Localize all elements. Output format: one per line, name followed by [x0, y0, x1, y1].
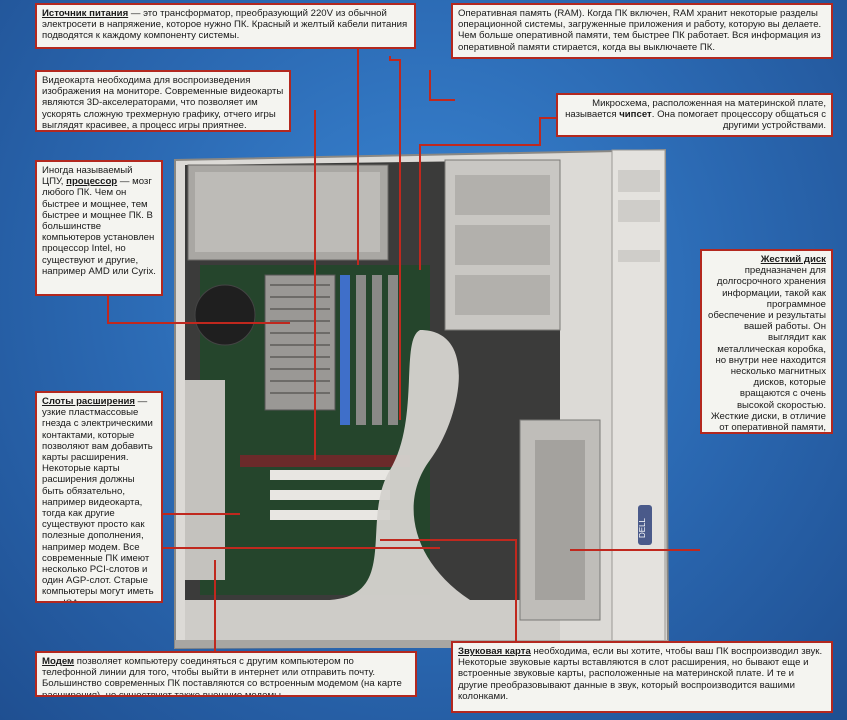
- expansion-slots-term: Слоты расширения: [42, 396, 135, 407]
- dell-logo: [638, 505, 652, 545]
- expansion-slots-callout: Слоты расширения — узкие пластмассовые г…: [35, 391, 163, 603]
- ram-callout: Оперативная память (RAM). Когда ПК включ…: [451, 3, 833, 59]
- cpu-text-before: Иногда называемый ЦПУ,: [42, 165, 133, 188]
- cpu-text-after: — мозг любого ПК. Чем он быстрее и мощне…: [42, 176, 156, 277]
- video-card-callout: Видеокарта необходима для воспроизведени…: [35, 70, 291, 132]
- sound-card-callout: Звуковая карта необходима, если вы хотит…: [451, 641, 833, 713]
- chipset-text-after: . Она помогает процессору общаться с дру…: [651, 109, 826, 132]
- chipset-text-before: Микросхема, расположенная на материнской…: [565, 98, 826, 121]
- hard-disk-term: Жесткий диск: [760, 254, 826, 265]
- hard-disk-callout: Жесткий диск предназначен для долгосрочн…: [700, 249, 833, 434]
- sound-card-text: необходима, если вы хотите, чтобы ваш ПК…: [458, 646, 823, 702]
- modem-text: позволяет компьютеру соединяться с други…: [42, 656, 402, 697]
- power-supply-callout: Источник питания — это трансформатор, пр…: [35, 3, 416, 49]
- hard-disk-text: предназначен для долгосрочного хранения …: [708, 265, 826, 434]
- chipset-term: чипсет: [619, 109, 652, 121]
- cpu-callout: Иногда называемый ЦПУ, процессор — мозг …: [35, 160, 163, 296]
- sound-card-term: Звуковая карта: [458, 646, 531, 657]
- chipset-callout: Микросхема, расположенная на материнской…: [556, 93, 833, 137]
- ram-text: Оперативная память (RAM). Когда ПК включ…: [458, 8, 822, 53]
- modem-term: Модем: [42, 656, 75, 667]
- cpu-term: процессор: [66, 176, 118, 188]
- expansion-slots-text: — узкие пластмассовые гнезда с электриче…: [42, 396, 154, 601]
- power-supply-text: — это трансформатор, преобразующий 220V …: [42, 8, 408, 42]
- modem-callout: Модем позволяет компьютеру соединяться с…: [35, 651, 417, 697]
- video-card-text: Видеокарта необходима для воспроизведени…: [42, 75, 284, 131]
- power-supply-term: Источник питания: [42, 8, 129, 19]
- brand-text: DELL: [638, 517, 647, 538]
